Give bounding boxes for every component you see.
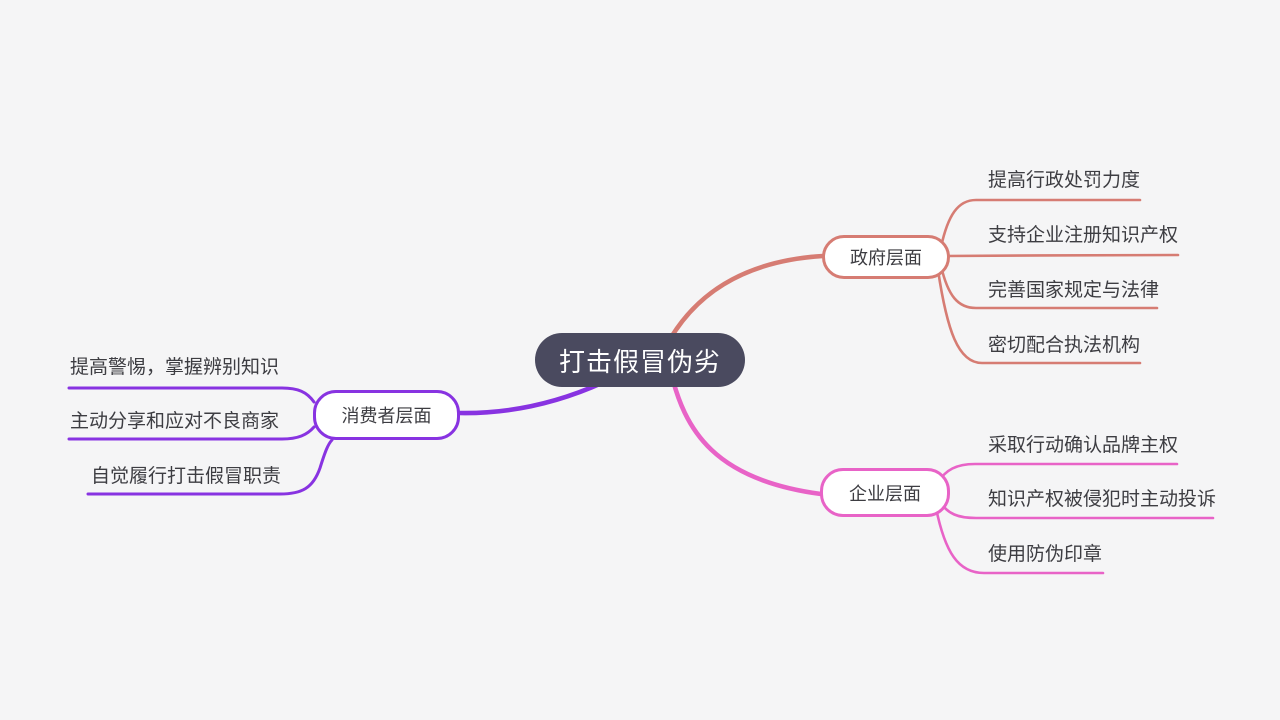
connector-root-to-enterprise <box>667 365 824 497</box>
branch-node-government[interactable]: 政府层面 <box>822 235 950 279</box>
connector-government-child-1 <box>939 198 1142 249</box>
subtopic-government-1[interactable]: 提高行政处罚力度 <box>988 170 1141 191</box>
branch-label-government: 政府层面 <box>850 248 922 268</box>
branch-label-consumer: 消费者层面 <box>341 406 432 426</box>
connector-consumer-child-2 <box>67 425 316 441</box>
subtopic-government-3[interactable]: 完善国家规定与法律 <box>988 280 1160 301</box>
branch-node-enterprise[interactable]: 企业层面 <box>820 468 950 517</box>
subtopic-consumer-3[interactable]: 自觉履行打击假冒职责 <box>91 466 282 487</box>
connector-root-to-consumer <box>456 379 607 416</box>
branch-label-enterprise: 企业层面 <box>849 483 921 504</box>
connector-government-child-3 <box>939 264 1159 310</box>
root-topic-label: 打击假冒伪劣 <box>558 346 721 377</box>
connector-government-child-4 <box>936 268 1142 365</box>
branch-node-consumer[interactable]: 消费者层面 <box>313 390 460 440</box>
subtopic-enterprise-1[interactable]: 采取行动确认品牌主权 <box>988 435 1179 456</box>
subtopic-government-2[interactable]: 支持企业注册知识产权 <box>988 225 1179 246</box>
subtopic-enterprise-3[interactable]: 使用防伪印章 <box>988 544 1103 565</box>
connector-consumer-child-3 <box>86 438 334 496</box>
connector-enterprise-child-1 <box>936 462 1179 484</box>
root-topic[interactable]: 打击假冒伪劣 <box>535 333 745 387</box>
connector-root-to-government <box>661 253 826 353</box>
subtopic-consumer-2[interactable]: 主动分享和应对不良商家 <box>70 411 280 432</box>
connector-government-child-2 <box>943 253 1180 258</box>
subtopic-government-4[interactable]: 密切配合执法机构 <box>988 335 1141 356</box>
connector-enterprise-child-3 <box>934 506 1105 575</box>
subtopic-enterprise-2[interactable]: 知识产权被侵犯时主动投诉 <box>988 489 1217 510</box>
subtopic-consumer-1[interactable]: 提高警惕，掌握辨别知识 <box>70 357 280 378</box>
connector-consumer-child-1 <box>67 386 316 404</box>
